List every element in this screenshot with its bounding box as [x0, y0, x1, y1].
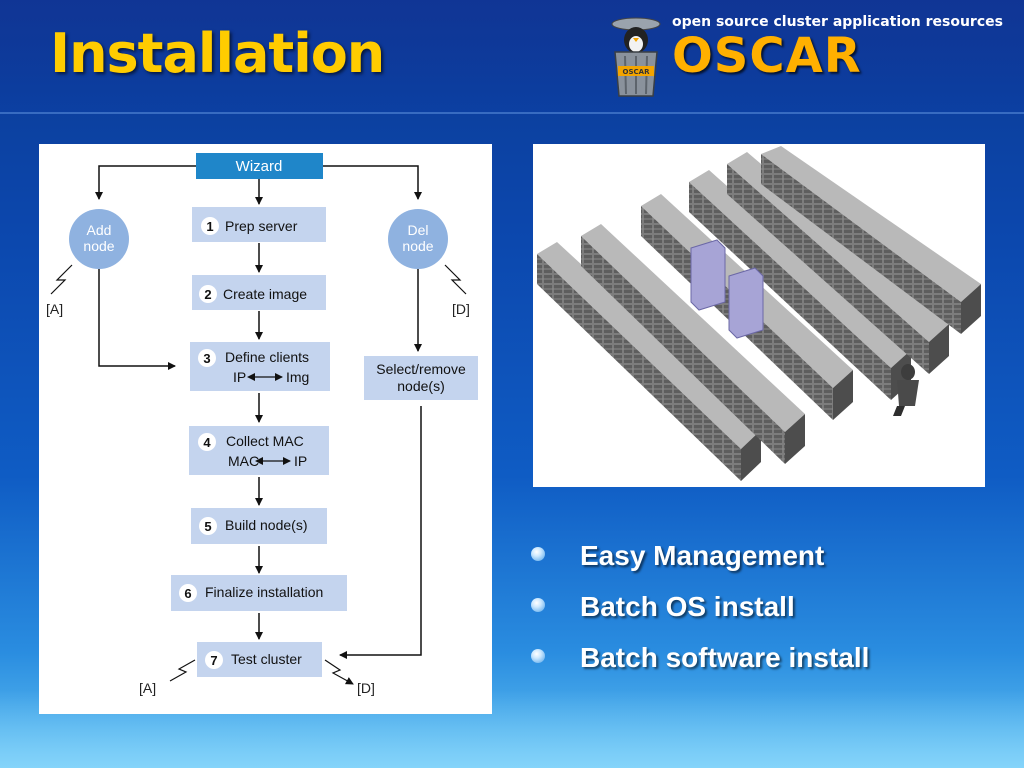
- step-4-left: MAC: [228, 453, 259, 469]
- del-node-circle: [388, 209, 448, 269]
- step-4-number: 4: [203, 435, 211, 450]
- step-3-box: [190, 342, 330, 391]
- step-4-badge: [198, 433, 216, 451]
- oscar-penguin-logo-icon: OSCAR: [611, 17, 661, 97]
- title-divider: [0, 112, 1024, 114]
- wizard-label: Wizard: [236, 158, 283, 175]
- step-6-number: 6: [184, 586, 191, 601]
- logo-tagline: open source cluster application resource…: [672, 14, 1003, 30]
- select-remove-label-1: Select/remove: [376, 361, 466, 377]
- select-remove-label-2: node(s): [397, 378, 444, 394]
- step-5-badge: [199, 517, 217, 535]
- installation-flowchart-panel: Wizard Add node [A] Del node [D] Select/…: [39, 144, 492, 714]
- step-4-right: IP: [294, 453, 307, 469]
- zigzag-add: [50, 264, 73, 295]
- step-5-label: Build node(s): [225, 517, 308, 533]
- bullet-item: Batch OS install: [528, 581, 869, 632]
- arrow-wizard-to-add: [95, 165, 196, 200]
- step-3-number: 3: [203, 351, 210, 366]
- step-2-label: Create image: [223, 286, 307, 302]
- step-2-number: 2: [204, 287, 211, 302]
- add-node-circle: [69, 209, 129, 269]
- slide-title: Installation: [50, 22, 385, 85]
- bullet-icon: [531, 649, 545, 663]
- server-racks-illustration: [537, 146, 981, 481]
- arrow-select-to-test: [339, 406, 422, 659]
- step-7-number: 7: [210, 653, 217, 668]
- del-node-label-2: node: [402, 238, 433, 254]
- logo-badge-text: OSCAR: [623, 68, 651, 76]
- arrow-add-to-step3: [98, 269, 176, 370]
- installation-flowchart: Wizard Add node [A] Del node [D] Select/…: [46, 153, 478, 696]
- step-3-left: IP: [233, 369, 246, 385]
- step-6-box: [171, 575, 347, 611]
- label-a-bottom: [A]: [139, 680, 156, 696]
- bullet-icon: [531, 547, 545, 561]
- feature-bullet-list: Easy Management Batch OS install Batch s…: [528, 530, 869, 683]
- label-d-bottom: [D]: [357, 680, 375, 696]
- step-7-badge: [205, 651, 223, 669]
- wizard-header-box: [196, 153, 323, 179]
- logo-wordmark: OSCAR: [672, 28, 862, 84]
- step-1-label: Prep server: [225, 218, 298, 234]
- label-d-top: [D]: [452, 301, 470, 317]
- add-node-label-1: Add: [87, 222, 112, 238]
- step-4-label: Collect MAC: [226, 433, 304, 449]
- step-4-box: [189, 426, 329, 475]
- title-band: [0, 0, 1024, 112]
- step-3-label: Define clients: [225, 349, 309, 365]
- step-6-badge: [179, 584, 197, 602]
- add-node-label-2: node: [83, 238, 114, 254]
- step-1-badge: [201, 217, 219, 235]
- select-remove-box: [364, 356, 478, 400]
- zigzag-test-d: [324, 659, 354, 685]
- step-5-number: 5: [204, 519, 211, 534]
- zigzag-test-a: [169, 659, 196, 682]
- bullet-item: Easy Management: [528, 530, 869, 581]
- del-node-label-1: Del: [407, 222, 428, 238]
- label-a-top: [A]: [46, 301, 63, 317]
- step-3-badge: [198, 349, 216, 367]
- bullet-icon: [531, 598, 545, 612]
- step-2-badge: [199, 285, 217, 303]
- step-6-label: Finalize installation: [205, 584, 323, 600]
- step-1-number: 1: [206, 219, 213, 234]
- arrow-wizard-to-del: [323, 165, 422, 200]
- step-3-right: Img: [286, 369, 309, 385]
- step-7-label: Test cluster: [231, 651, 302, 667]
- cluster-racks-image: [533, 144, 985, 487]
- bullet-item: Batch software install: [528, 632, 869, 683]
- zigzag-del: [444, 264, 467, 295]
